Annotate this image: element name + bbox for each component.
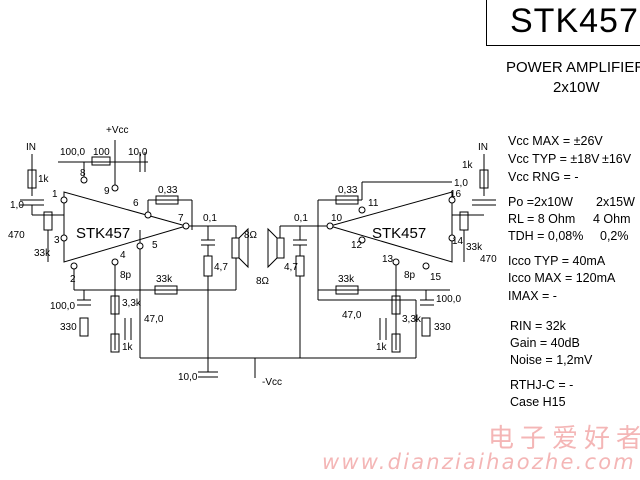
watermark-chinese: 电子爱好者 bbox=[488, 424, 640, 454]
pin-left-9: 9 bbox=[104, 186, 110, 197]
resistor-033-left bbox=[155, 195, 179, 205]
label-r-in-left: 1k bbox=[38, 174, 50, 185]
watermark-url: www.dianziaihaozhe.com bbox=[322, 450, 636, 474]
label-r-boot-left: 100 bbox=[93, 147, 110, 158]
spec-tdh: TDH = 0,08% bbox=[508, 229, 584, 243]
part-number-title: STK457 bbox=[510, 2, 639, 40]
pin-right-11: 11 bbox=[368, 198, 379, 209]
resistor-33k-2-right bbox=[391, 295, 401, 315]
label-c-47-left: 47,0 bbox=[144, 314, 164, 325]
spec-rl: RL = 8 Ohm bbox=[508, 212, 576, 226]
spec-po: Po =2x10W bbox=[508, 195, 573, 209]
label-r-emit-left: 0,33 bbox=[158, 185, 178, 196]
resistor-330-left bbox=[79, 317, 89, 337]
pin-right-16: 16 bbox=[450, 189, 462, 200]
ic-right-label: STK457 bbox=[372, 225, 426, 242]
label-c-boot-left: 100,0 bbox=[60, 147, 85, 158]
resistor-33k-left bbox=[154, 285, 178, 295]
pin-left-2: 2 bbox=[70, 274, 76, 285]
label-r-fb-right: 33k bbox=[466, 242, 483, 253]
subtitle-line2: 2x10W bbox=[553, 79, 600, 96]
label-r-zob-left: 4,7 bbox=[214, 262, 228, 273]
pin-left-3: 3 bbox=[54, 235, 60, 246]
label-c-comp-left: 8p bbox=[120, 270, 132, 281]
spec-rl-alt: 4 Ohm bbox=[593, 212, 631, 226]
pin-right-13: 13 bbox=[382, 254, 394, 265]
spec-po-alt: 2x15W bbox=[596, 195, 635, 209]
label-r-emit-right: 0,33 bbox=[338, 185, 358, 196]
pin-right-14: 14 bbox=[452, 236, 464, 247]
pin-right-10: 10 bbox=[331, 213, 343, 224]
label-r-bias-right: 470 bbox=[480, 254, 497, 265]
pin-left-1: 1 bbox=[52, 189, 58, 200]
resistor-1k-left-nf bbox=[110, 333, 120, 353]
pin-right-15: 15 bbox=[430, 272, 442, 283]
label-r-nf-left: 33k bbox=[156, 274, 173, 285]
speaker-left bbox=[231, 237, 240, 259]
label-c-dec-left: 10,0 bbox=[128, 147, 148, 158]
spec-icco-typ: Icco TYP = 40mA bbox=[508, 254, 606, 268]
ic-left-label: STK457 bbox=[76, 225, 130, 242]
spec-tdh-alt: 0,2% bbox=[600, 229, 629, 243]
label-c-comp-right: 8p bbox=[404, 270, 416, 281]
label-c-zob-left: 0,1 bbox=[203, 213, 217, 224]
label-c-supply: 10,0 bbox=[178, 372, 198, 383]
title-frame bbox=[486, 0, 640, 46]
spec-vcc-typ: Vcc TYP = ±18V bbox=[508, 152, 600, 166]
spec-vcc-rng: Vcc RNG = - bbox=[508, 170, 579, 184]
subtitle-line1: POWER AMPLIFIER bbox=[506, 59, 640, 76]
label-r-fb-left: 33k bbox=[34, 248, 51, 259]
spec-gain: Gain = 40dB bbox=[510, 336, 580, 350]
pin-left-6: 6 bbox=[133, 198, 139, 209]
spec-rth: RTHJ-C = - bbox=[510, 378, 574, 392]
spec-icco-max: Icco MAX = 120mA bbox=[508, 271, 616, 285]
resistor-033-right bbox=[335, 195, 359, 205]
resistor-100-left bbox=[91, 156, 111, 166]
resistor-1k-left-in bbox=[27, 169, 37, 189]
label-c-in-right: 1,0 bbox=[454, 178, 468, 189]
spec-imax: IMAX = - bbox=[508, 289, 557, 303]
label-r-zob-right: 4,7 bbox=[284, 262, 298, 273]
spec-noise: Noise = 1,2mV bbox=[510, 353, 593, 367]
label-r-1k-left: 1k bbox=[122, 342, 134, 353]
label-r-nf2-left: 330 bbox=[60, 322, 77, 333]
ic-right-body bbox=[328, 191, 453, 263]
label-r-in-right: 1k bbox=[462, 160, 474, 171]
label-c-zob-right: 0,1 bbox=[294, 213, 308, 224]
label-r-3k3-right: 3,3k bbox=[402, 314, 422, 325]
label-r-nf2-right: 330 bbox=[434, 322, 451, 333]
pin-left-4: 4 bbox=[120, 250, 126, 261]
in-right-label: IN bbox=[478, 142, 488, 153]
spec-vcc-max: Vcc MAX = ±26V bbox=[508, 134, 603, 148]
label-c-boot-right: 100,0 bbox=[436, 294, 461, 305]
vcc-neg-label: -Vcc bbox=[262, 377, 282, 388]
resistor-1k-right-nf bbox=[391, 333, 401, 353]
label-r-3k3-left: 3,3k bbox=[122, 298, 142, 309]
speaker-right bbox=[276, 237, 285, 259]
ic-left-body bbox=[63, 191, 188, 263]
label-c-47-right: 47,0 bbox=[342, 310, 362, 321]
label-r-nf-right: 33k bbox=[338, 274, 355, 285]
resistor-33k-2-left bbox=[110, 295, 120, 315]
resistor-1k-right-in bbox=[479, 169, 489, 189]
pin-left-5: 5 bbox=[152, 240, 158, 251]
spec-vcc-typ-alt: ±16V bbox=[602, 152, 632, 166]
pin-left-7: 7 bbox=[178, 213, 184, 224]
resistor-330-right bbox=[421, 317, 431, 337]
pin-left-8: 8 bbox=[80, 168, 86, 179]
label-c-nf-left: 100,0 bbox=[50, 301, 75, 312]
label-r-1k-right: 1k bbox=[376, 342, 388, 353]
label-c-in-left: 1,0 bbox=[10, 200, 24, 211]
vcc-pos-label: +Vcc bbox=[106, 125, 129, 136]
spec-case: Case H15 bbox=[510, 395, 566, 409]
in-left-label: IN bbox=[26, 142, 36, 153]
spec-rin: RIN = 32k bbox=[510, 319, 566, 333]
label-speaker-right: 8Ω bbox=[256, 276, 270, 287]
resistor-47-left bbox=[203, 255, 213, 277]
label-speaker-left: 8Ω bbox=[244, 230, 258, 241]
label-r-bias-left: 470 bbox=[8, 230, 25, 241]
pin-right-12: 12 bbox=[351, 240, 363, 251]
